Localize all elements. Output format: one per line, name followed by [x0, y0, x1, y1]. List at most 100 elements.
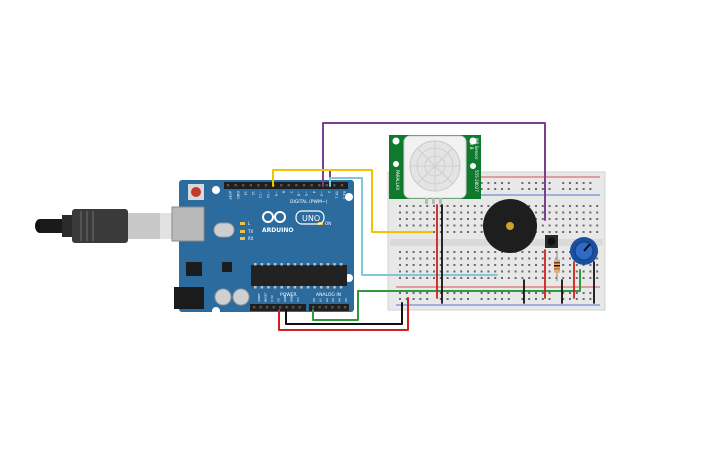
- analog-pin-label: A2: [325, 298, 329, 302]
- digital-pin[interactable]: [333, 184, 336, 187]
- pir-side-label-3: 555-28027: [474, 170, 479, 192]
- pir-side-label-2: Rev B: [469, 138, 474, 150]
- push-button-cap[interactable]: [547, 237, 556, 246]
- atmega-chip-pins: [254, 263, 343, 289]
- capacitor: [232, 288, 250, 306]
- digital-pin-label: AREF: [228, 191, 232, 200]
- digital-pin[interactable]: [226, 184, 230, 187]
- resistor[interactable]: [554, 253, 560, 281]
- dc-power-jack: [174, 287, 204, 309]
- power-label: POWER: [280, 292, 297, 298]
- power-header: [250, 304, 306, 311]
- mounting-hole: [212, 307, 220, 315]
- pir-side-label-1: PIR Sensor: [474, 138, 479, 160]
- digital-pin-label: TX 1: [335, 190, 339, 199]
- wire-black-gnd-to-rail[interactable]: [285, 302, 403, 325]
- power-pin[interactable]: [298, 306, 301, 309]
- digital-pin-label: 8: [281, 191, 285, 193]
- pir-mount-hole: [393, 161, 399, 167]
- potentiometer[interactable]: [570, 237, 598, 265]
- uno-model-label: UNO: [302, 214, 320, 223]
- power-pin[interactable]: [272, 306, 275, 309]
- uno-badge: [295, 210, 325, 225]
- wire-green-a0-to-pot[interactable]: [312, 269, 581, 321]
- digital-pin[interactable]: [280, 184, 283, 187]
- power-pin[interactable]: [253, 306, 256, 309]
- digital-pin-label: 12: [251, 191, 255, 195]
- digital-pin[interactable]: [318, 184, 321, 187]
- digital-pin[interactable]: [249, 184, 252, 187]
- digital-pin-label: ~6: [297, 191, 301, 196]
- digital-pin[interactable]: [287, 184, 290, 187]
- usb-b-port: [171, 206, 205, 242]
- pir-pins[interactable]: [425, 198, 442, 204]
- piezo-buzzer[interactable]: [483, 199, 537, 253]
- reset-button-cap[interactable]: [191, 187, 201, 197]
- digital-pin-label: 7: [289, 191, 293, 193]
- on-label: ON: [325, 221, 331, 226]
- wire-red-5v-to-rail[interactable]: [278, 297, 409, 331]
- digital-pin[interactable]: [340, 184, 344, 187]
- digital-pin-label: 2: [327, 191, 331, 193]
- arduino-logo-icon: [262, 211, 286, 223]
- analog-pin-label: A3: [331, 298, 335, 302]
- power-pin[interactable]: [266, 306, 269, 309]
- digital-pin[interactable]: [257, 184, 260, 187]
- arduino-brand-label: ARDUINO: [262, 227, 293, 234]
- power-pin[interactable]: [292, 306, 295, 309]
- analog-header: [309, 304, 349, 311]
- wire-yellow-pin10-to-pir[interactable]: [272, 169, 433, 233]
- analog-pin[interactable]: [344, 306, 347, 309]
- analog-pin-label: A0: [312, 298, 316, 302]
- analog-pin[interactable]: [312, 306, 315, 309]
- digital-pin[interactable]: [302, 184, 306, 187]
- wire-purple-pin2-to-buzzer[interactable]: [322, 122, 546, 221]
- wires: [272, 122, 595, 331]
- analog-pin[interactable]: [331, 306, 334, 309]
- digital-header-label: DIGITAL (PWM~): [290, 199, 328, 205]
- digital-pin[interactable]: [234, 184, 237, 187]
- power-pin-label: GND: [283, 294, 287, 302]
- power-pin[interactable]: [279, 306, 282, 309]
- analog-pin[interactable]: [318, 306, 321, 309]
- led-tx: [240, 230, 245, 233]
- digital-pin[interactable]: [295, 184, 298, 187]
- pir-sensor[interactable]: PIR Sensor Rev B 555-28027 PARALLAX: [389, 135, 481, 204]
- power-pin[interactable]: [259, 306, 262, 309]
- atmega-chip: [251, 265, 347, 286]
- analog-pin-label: A4: [338, 298, 342, 302]
- power-pin-label: IOREF: [257, 293, 261, 302]
- led-l: [240, 222, 245, 225]
- digital-pin[interactable]: [325, 184, 328, 187]
- digital-pin-label: 4: [312, 191, 316, 193]
- digital-pin[interactable]: [242, 184, 245, 187]
- push-button[interactable]: [545, 235, 558, 248]
- pir-brand-label: PARALLAX: [395, 170, 400, 191]
- analog-pin[interactable]: [324, 306, 328, 309]
- digital-pin[interactable]: [310, 184, 313, 187]
- digital-pin-label: 13: [243, 191, 247, 195]
- wire-cyan-pin-to-button[interactable]: [329, 177, 498, 276]
- analog-pin-label: A5: [344, 298, 348, 302]
- potentiometer-indicator: [583, 243, 591, 252]
- analog-pin-label: A1: [318, 298, 322, 302]
- power-pin-label: 5V: [277, 297, 281, 302]
- analog-pin[interactable]: [337, 306, 340, 309]
- mounting-hole: [212, 186, 220, 194]
- digital-pin-label: ~5: [304, 191, 308, 196]
- power-pin-label: Vin: [296, 297, 300, 302]
- arduino-uno-board[interactable]: L TX RX ON ARDUINO UNO DIGITAL (PWM~) AR…: [171, 180, 354, 315]
- led-rx: [240, 237, 245, 240]
- pir-mount-hole: [469, 137, 477, 145]
- power-pin[interactable]: [285, 306, 288, 309]
- digital-pin-label: ~11: [259, 191, 263, 198]
- bottom-header-pins[interactable]: [253, 306, 347, 309]
- power-pin-label: GND: [290, 294, 294, 302]
- usb-cable: [35, 209, 182, 243]
- digital-pin[interactable]: [264, 184, 268, 187]
- digital-pin-label: RX 0: [342, 191, 346, 199]
